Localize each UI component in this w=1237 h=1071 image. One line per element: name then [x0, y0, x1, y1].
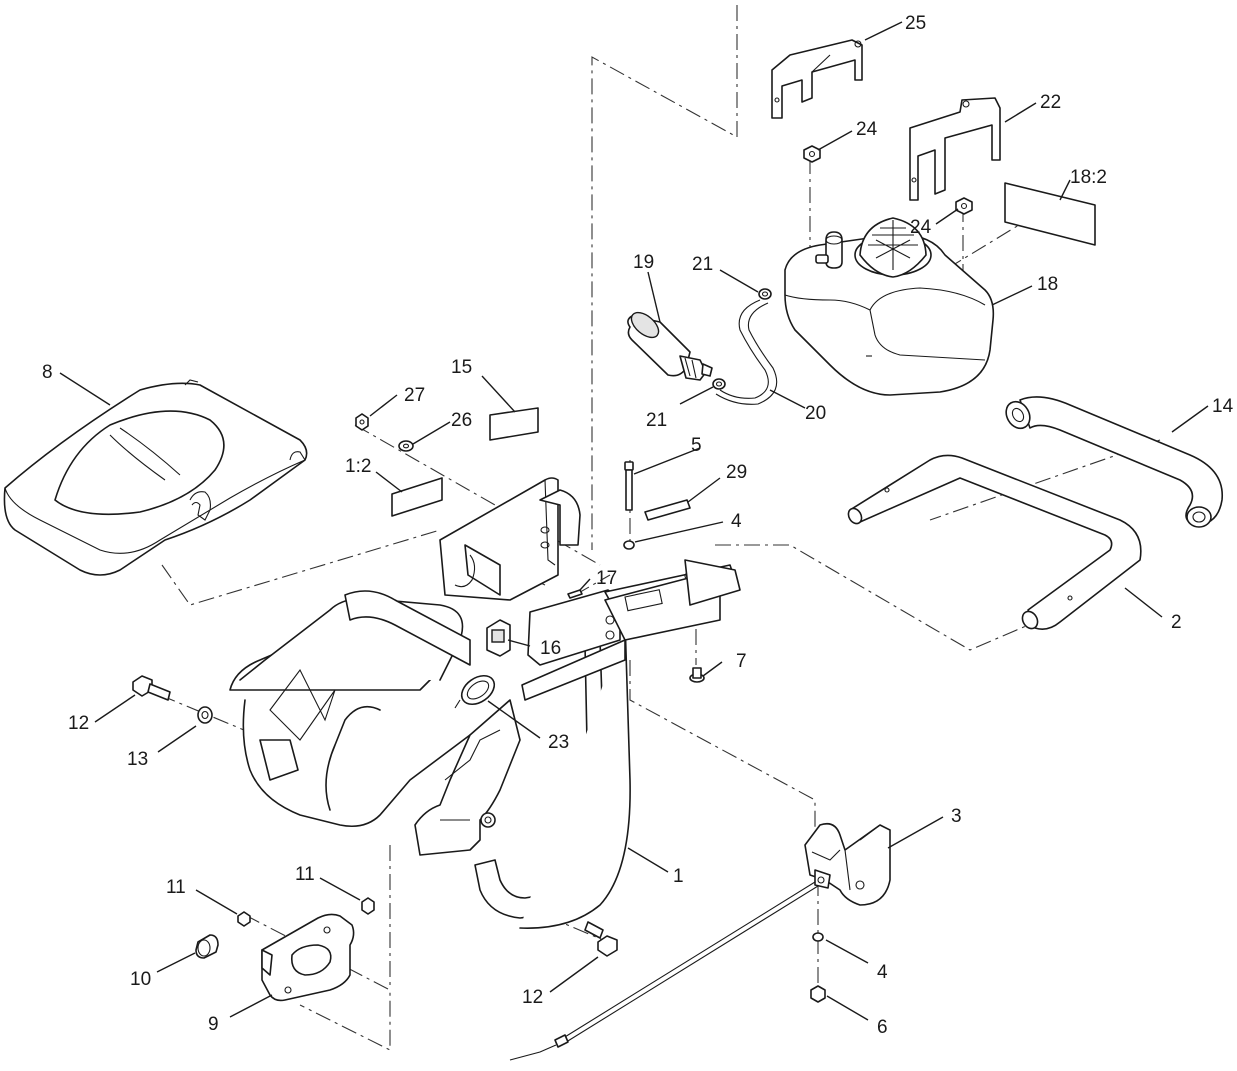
part-9-plate [261, 913, 355, 1002]
part-cable [509, 881, 819, 1061]
callout-6: 6 [877, 1017, 888, 1038]
part-19-fuel-filter [627, 311, 713, 381]
callout-26: 26 [451, 410, 472, 431]
callout-24a: 24 [856, 119, 878, 140]
callout-19: 19 [633, 252, 654, 273]
callout-1: 1 [673, 866, 684, 887]
callout-3: 3 [951, 806, 962, 827]
part-2-tube [847, 454, 1142, 630]
part-12-bolt-lower [584, 921, 618, 957]
callout-4b: 4 [877, 962, 888, 983]
callout-9: 9 [208, 1014, 219, 1035]
part-27-screw [355, 413, 369, 431]
callout-8: 8 [42, 362, 53, 383]
part-3-lever-assembly [804, 822, 891, 906]
part-26-washer [398, 440, 414, 452]
callout-17: 17 [596, 568, 617, 589]
callout-12b: 12 [522, 987, 543, 1008]
part-22-bracket [909, 97, 1001, 201]
callout-18-2: 18:2 [1070, 167, 1107, 188]
part-24-nut-upper [803, 145, 821, 163]
part-23-clamp [454, 674, 496, 709]
part-21-clamp-lower [712, 378, 726, 390]
part-13-washer [197, 706, 213, 724]
callout-21a: 21 [692, 254, 713, 275]
callout-11b: 11 [295, 864, 315, 885]
part-25-bracket [771, 39, 863, 119]
part-17-pin [567, 589, 583, 599]
part-15-decal [489, 407, 539, 441]
callout-labels: 25 22 24 24 18:2 18 21 19 21 20 14 8 27 … [42, 13, 1234, 1038]
part-20-fuel-hose [715, 299, 778, 405]
callout-22: 22 [1040, 92, 1061, 113]
part-11-nut-right [361, 897, 375, 915]
callout-29: 29 [726, 462, 747, 483]
callout-5: 5 [691, 435, 702, 456]
callout-27: 27 [404, 385, 425, 406]
callout-11a: 11 [166, 877, 186, 898]
callout-12a: 12 [68, 713, 89, 734]
callout-1-2: 1:2 [345, 456, 371, 477]
part-4-washer-upper [623, 540, 635, 550]
part-11-nut-left [237, 911, 251, 927]
part-6-nut [810, 985, 826, 1003]
part-1-2-decal [391, 477, 443, 517]
part-18-2-decal [1004, 182, 1096, 246]
callout-13: 13 [127, 749, 148, 770]
part-21-clamp-upper [758, 288, 772, 300]
callout-leaders [59, 21, 1209, 1021]
callout-10: 10 [130, 969, 151, 990]
part-14-handle [1005, 396, 1223, 528]
callout-14: 14 [1212, 396, 1234, 417]
part-10-knob [195, 934, 219, 959]
part-24-nut-lower [955, 197, 973, 215]
callout-16: 16 [540, 638, 561, 659]
part-4-washer-lower [812, 932, 824, 942]
part-7-screw [689, 667, 705, 683]
callout-7: 7 [736, 651, 747, 672]
part-18-fuel-tank [784, 217, 995, 396]
callout-18: 18 [1037, 274, 1058, 295]
assembly-centerlines [119, 5, 1161, 1051]
part-8-cover [3, 379, 308, 576]
callout-23: 23 [548, 732, 569, 753]
callout-21b: 21 [646, 410, 667, 431]
callout-20: 20 [805, 403, 826, 424]
callout-15: 15 [451, 357, 472, 378]
callout-24b: 24 [910, 217, 932, 238]
part-1-main-frame [229, 477, 741, 929]
part-16-switch [486, 619, 511, 657]
part-29-decal [644, 499, 691, 521]
callout-4a: 4 [731, 511, 742, 532]
callout-2: 2 [1171, 612, 1182, 633]
callout-25: 25 [905, 13, 926, 34]
part-12-bolt-left [132, 675, 171, 701]
part-5-bolt [624, 461, 634, 511]
